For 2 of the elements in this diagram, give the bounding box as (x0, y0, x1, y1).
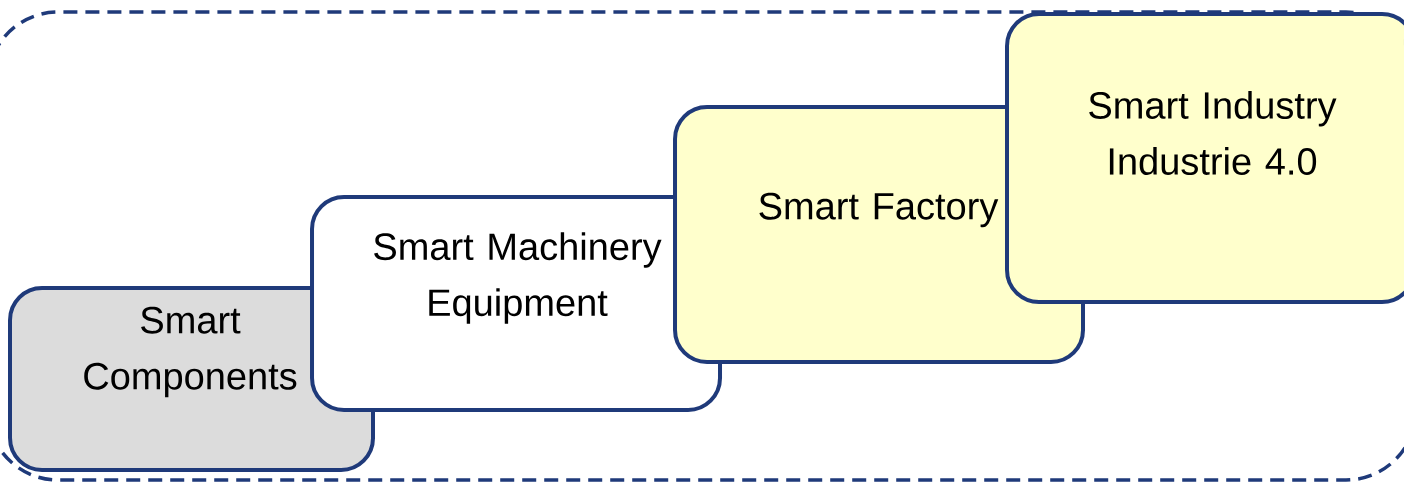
step-box: Smart Machinery Equipment (310, 195, 722, 412)
step-box: Smart Industry Industrie 4.0 (1005, 12, 1404, 304)
